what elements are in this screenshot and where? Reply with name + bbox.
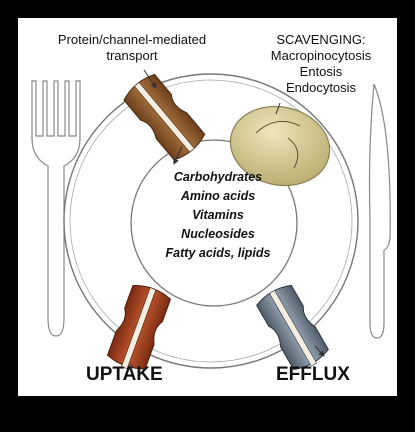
efflux-transporter (256, 284, 329, 370)
uptake-label: UPTAKE (86, 364, 163, 385)
diagram-canvas (31, 69, 391, 370)
transporter-channel (123, 73, 206, 161)
nutrient-item: Vitamins (192, 208, 244, 222)
transport-arrow (173, 145, 183, 165)
nutrient-item: Amino acids (180, 189, 256, 203)
knife-icon (368, 83, 391, 339)
figure-frame: Protein/channel-mediated transport SCAVE… (18, 18, 397, 396)
uptake-arrow (129, 363, 135, 369)
scavenging-label: SCAVENGING: Macropinocytosis Entosis End… (270, 32, 372, 95)
nutrient-item: Nucleosides (181, 227, 255, 241)
efflux-label: EFFLUX (276, 364, 350, 385)
transport-label: Protein/channel-mediated transport (57, 32, 207, 63)
scavenging-vesicle (229, 102, 331, 187)
fork-icon (31, 80, 81, 337)
nutrient-item: Fatty acids, lipids (165, 246, 271, 260)
transport-arrow (143, 69, 157, 89)
uptake-transporter (106, 285, 172, 370)
efflux-arrow (314, 345, 325, 357)
nutrient-list: Carbohydrates Amino acids Vitamins Nucle… (138, 168, 298, 263)
nutrient-item: Carbohydrates (173, 170, 263, 184)
